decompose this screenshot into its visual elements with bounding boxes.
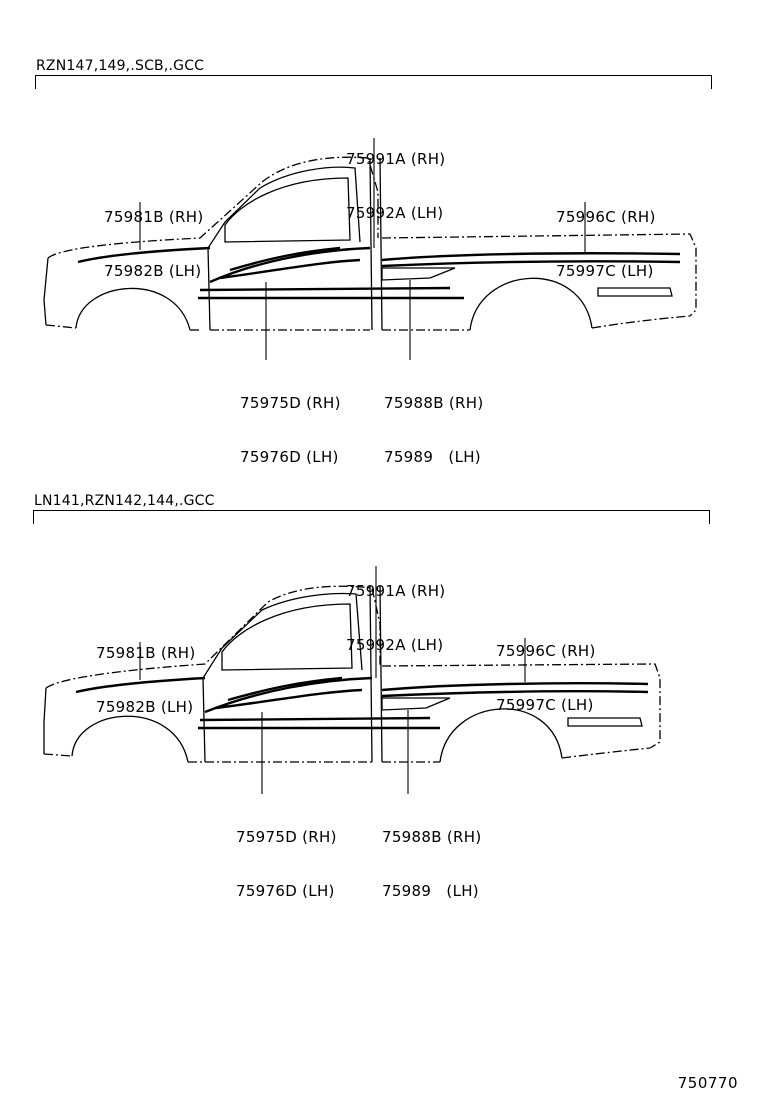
part-number: 75997C (LH) bbox=[556, 262, 654, 280]
section-2-callout-hood: 75981B (RH) 75982B (LH) bbox=[96, 608, 195, 734]
section-2-title: LN141,RZN142,144,.GCC bbox=[34, 493, 215, 509]
section-2-callout-rocker: 75988B (RH) 75989 (LH) bbox=[382, 792, 481, 918]
truck-diagram-2 bbox=[43, 566, 661, 794]
part-number: 75981B (RH) bbox=[104, 208, 204, 226]
part-number: 75981B (RH) bbox=[96, 644, 196, 662]
section-2-callout-door: 75975D (RH) 75976D (LH) bbox=[236, 792, 337, 918]
part-number: 75988B (RH) bbox=[384, 394, 484, 412]
section-2-bracket bbox=[33, 510, 710, 524]
part-number: 75997C (LH) bbox=[496, 696, 594, 714]
part-number: 75988B (RH) bbox=[382, 828, 482, 846]
section-1-callout-rocker: 75988B (RH) 75989 (LH) bbox=[384, 358, 483, 484]
part-number: 75991A (RH) bbox=[346, 150, 446, 168]
truck-diagram-1 bbox=[43, 138, 697, 360]
section-1-bracket bbox=[35, 75, 712, 89]
part-number: 75989 (LH) bbox=[384, 448, 481, 466]
part-number: 75976D (LH) bbox=[240, 448, 339, 466]
part-number: 75975D (RH) bbox=[240, 394, 341, 412]
part-number: 75996C (RH) bbox=[496, 642, 596, 660]
part-number: 75992A (LH) bbox=[346, 636, 444, 654]
section-2-callout-bed: 75996C (RH) 75997C (LH) bbox=[496, 606, 596, 732]
section-1-callout-pillar: 75991A (RH) 75992A (LH) bbox=[346, 114, 445, 240]
part-number: 75991A (RH) bbox=[346, 582, 446, 600]
part-number: 75975D (RH) bbox=[236, 828, 337, 846]
section-1-title: RZN147,149,.SCB,.GCC bbox=[36, 58, 205, 74]
section-2-callout-pillar: 75991A (RH) 75992A (LH) bbox=[346, 546, 445, 672]
part-number: 75982B (LH) bbox=[104, 262, 202, 280]
part-number: 75996C (RH) bbox=[556, 208, 656, 226]
diagram-reference-number: 750770 bbox=[677, 1074, 738, 1092]
part-number: 75989 (LH) bbox=[382, 882, 479, 900]
section-1-callout-bed: 75996C (RH) 75997C (LH) bbox=[556, 172, 656, 298]
part-number: 75992A (LH) bbox=[346, 204, 444, 222]
section-1-callout-door: 75975D (RH) 75976D (LH) bbox=[240, 358, 341, 484]
part-number: 75982B (LH) bbox=[96, 698, 194, 716]
section-1-callout-hood: 75981B (RH) 75982B (LH) bbox=[104, 172, 203, 298]
part-number: 75976D (LH) bbox=[236, 882, 335, 900]
